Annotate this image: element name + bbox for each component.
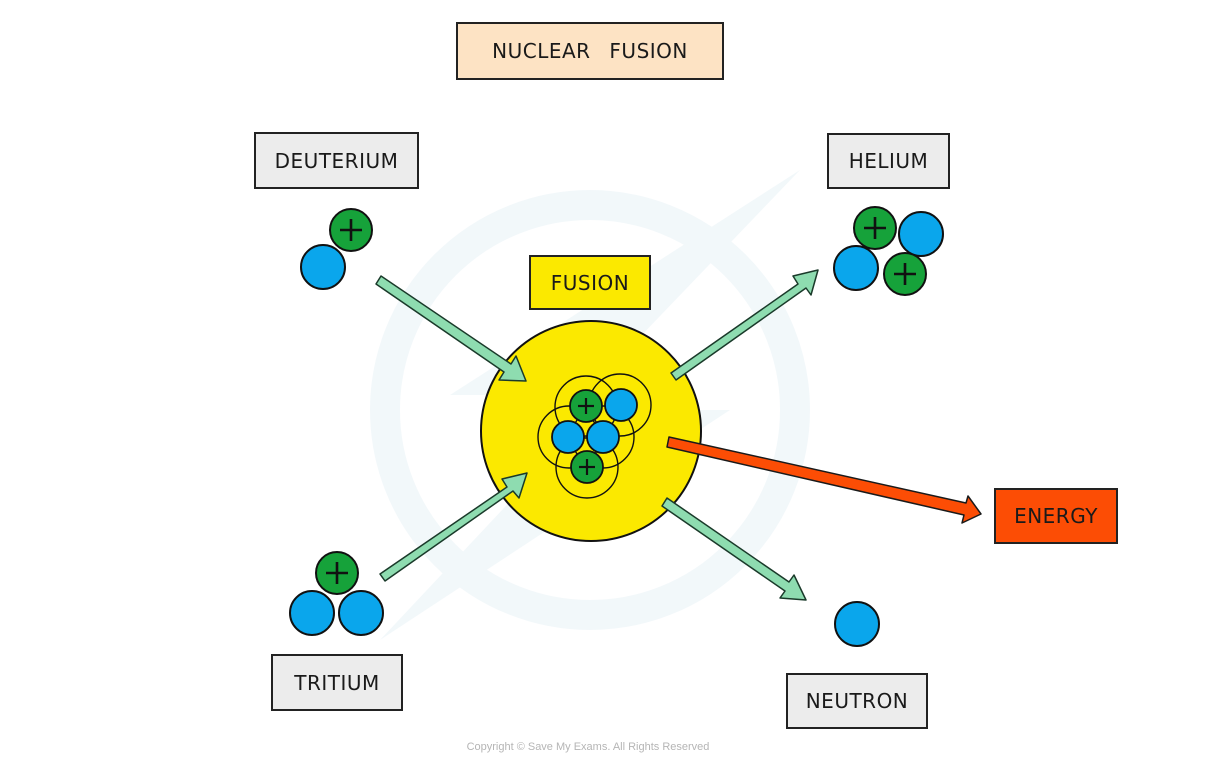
tritium-nucleus: [289, 550, 384, 636]
proton-icon: [314, 550, 360, 596]
neutron-icon: [338, 590, 384, 636]
label-deuterium: DEUTERIUM: [254, 132, 419, 189]
neutron-icon: [604, 388, 638, 422]
proton-icon: [328, 207, 374, 253]
neutron-icon: [586, 420, 620, 454]
neutron-icon: [898, 211, 944, 257]
label-energy: ENERGY: [994, 488, 1118, 544]
neutron-icon: [289, 590, 335, 636]
proton-icon: [882, 251, 928, 297]
fusion-core: [480, 320, 702, 542]
neutron-icon: [834, 601, 880, 647]
arrow-helium-out: [670, 269, 819, 381]
arrow-tritium-in: [379, 472, 528, 582]
proton-icon: [569, 449, 605, 485]
neutron-icon: [551, 420, 585, 454]
label-tritium: TRITIUM: [271, 654, 403, 711]
diagram-title: NUCLEAR FUSION: [456, 22, 724, 80]
neutron-icon: [300, 244, 346, 290]
helium-nucleus: [833, 205, 944, 297]
proton-icon: [568, 388, 604, 424]
deuterium-nucleus: [300, 207, 374, 290]
proton-icon: [852, 205, 898, 251]
arrow-energy-out: [666, 436, 982, 524]
label-fusion: FUSION: [529, 255, 651, 310]
arrow-deuterium-in: [375, 275, 527, 382]
copyright-notice: Copyright © Save My Exams. All Rights Re…: [466, 741, 710, 753]
arrow-neutron-out: [661, 497, 807, 601]
label-neutron: NEUTRON: [786, 673, 928, 729]
neutron-icon: [833, 245, 879, 291]
label-helium: HELIUM: [827, 133, 950, 189]
